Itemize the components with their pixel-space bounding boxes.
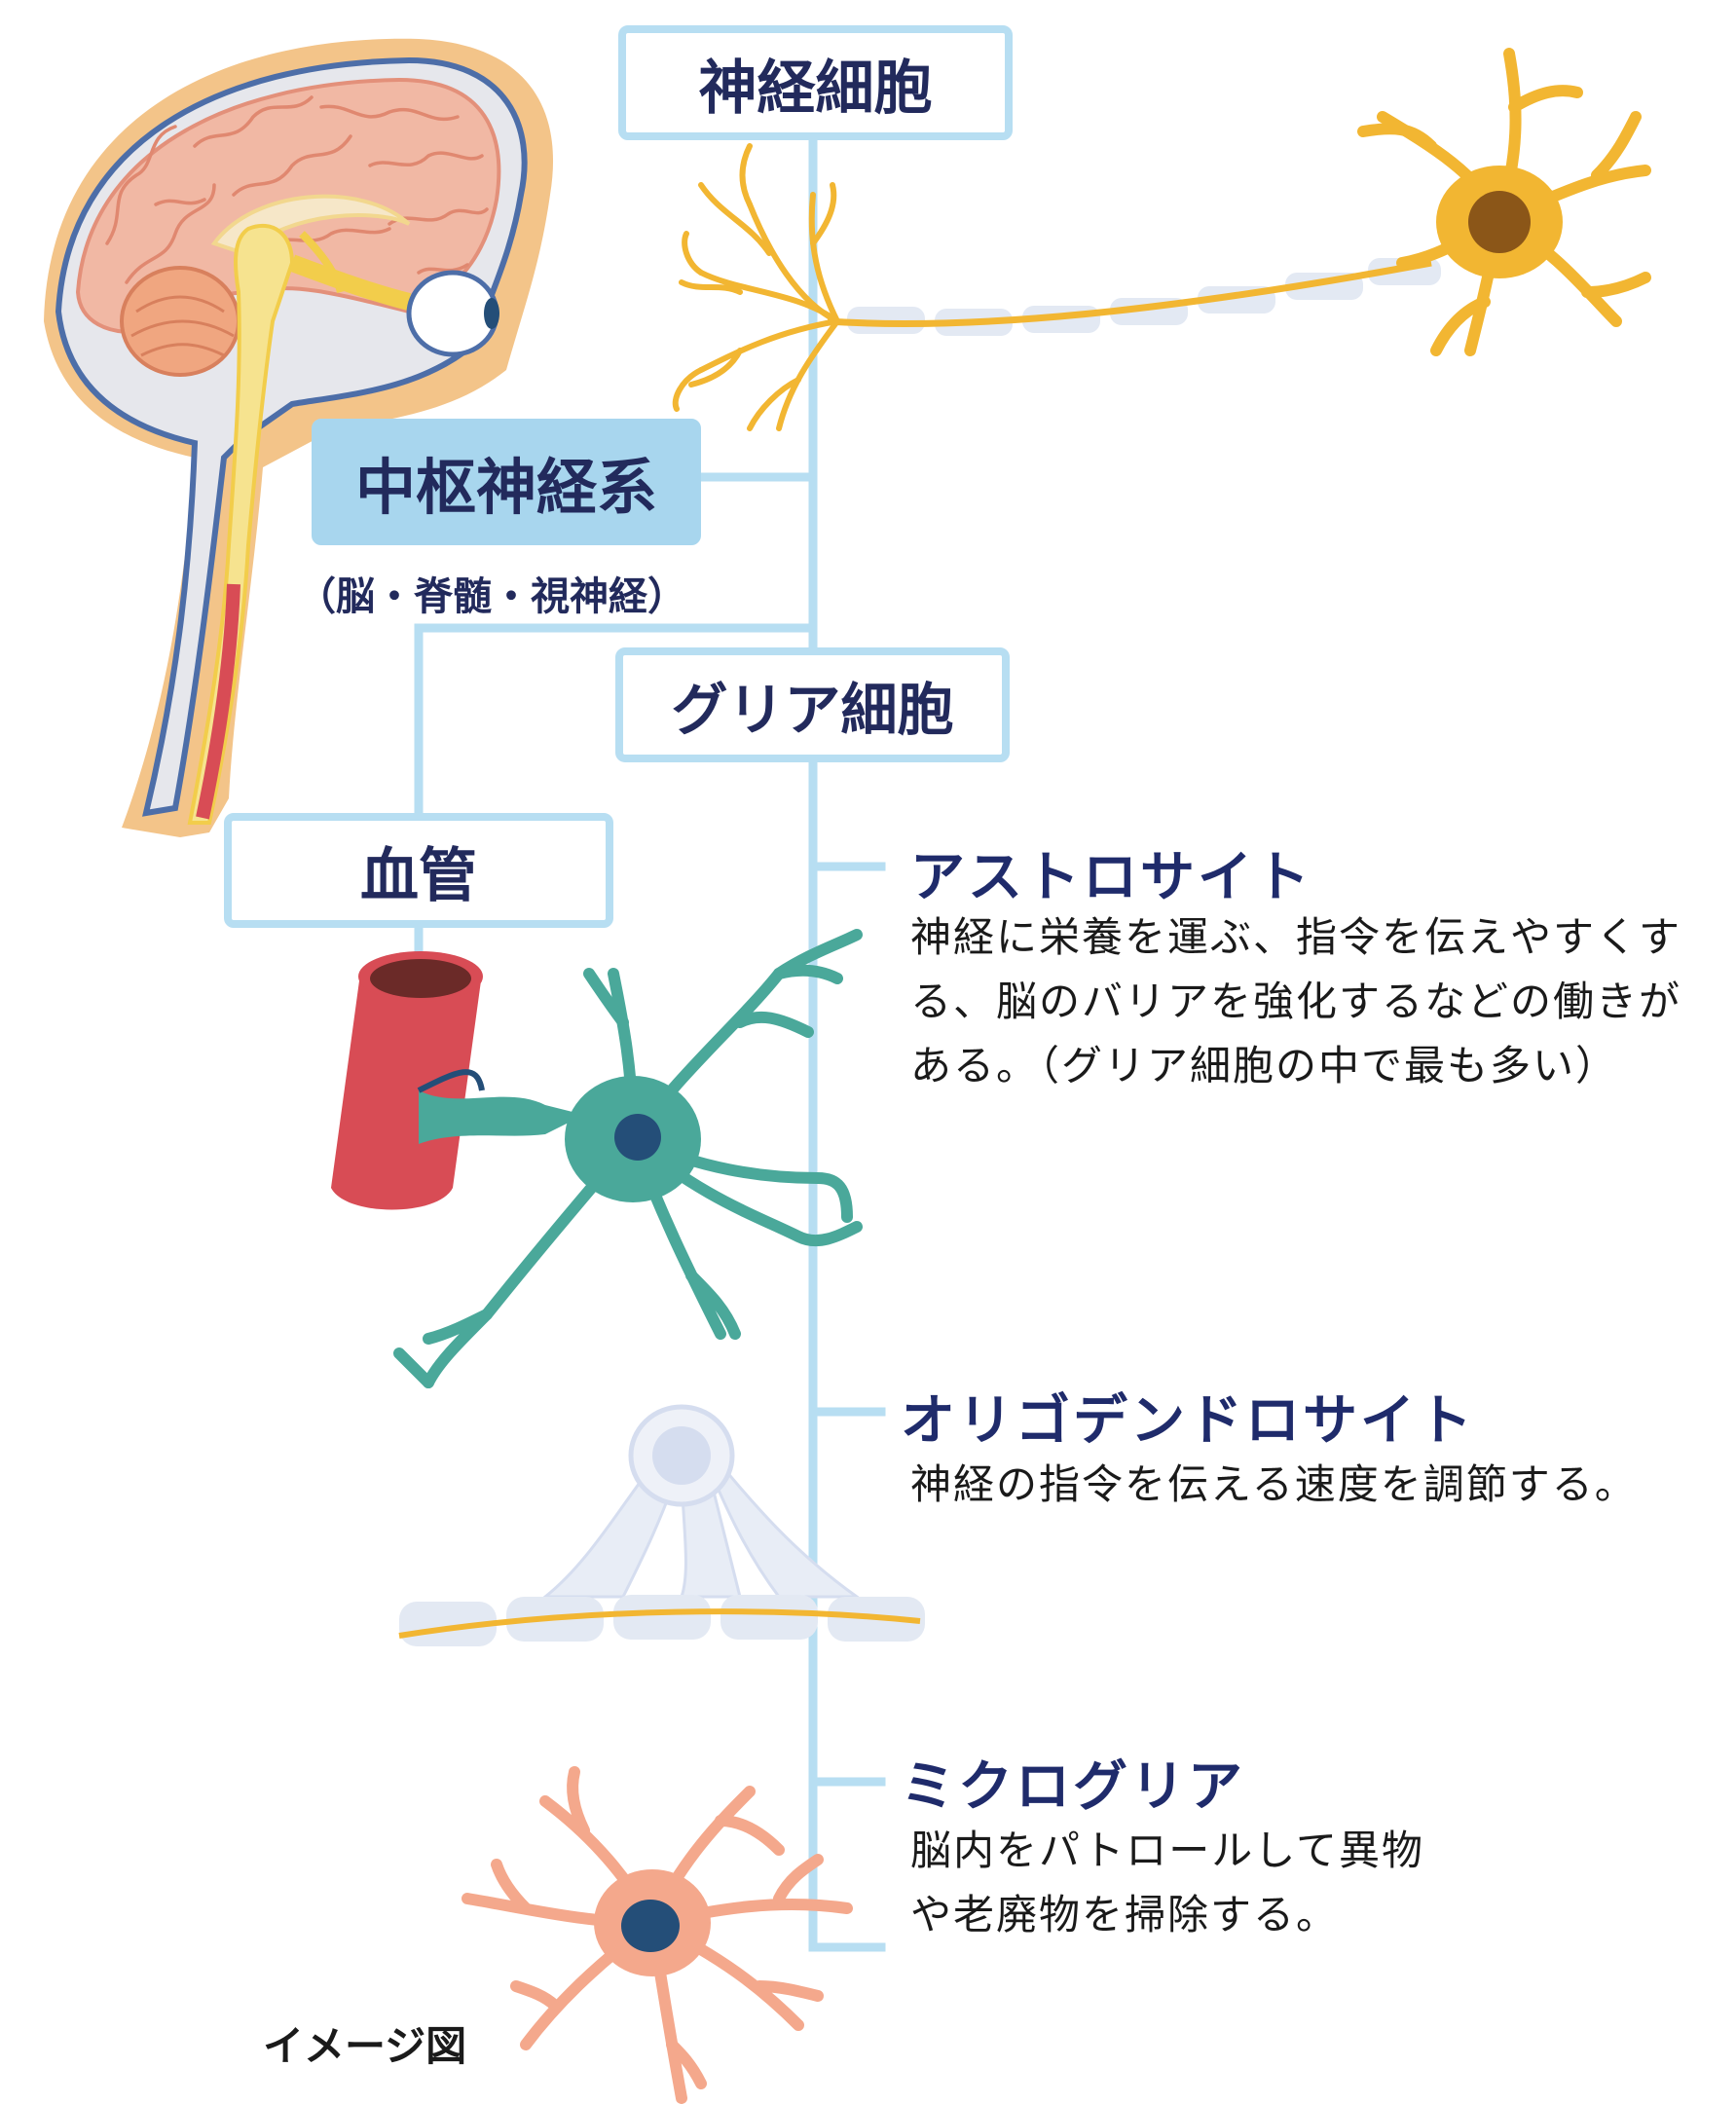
microglia-description: 脳内をパトロールして異物や老廃物を掃除する。 xyxy=(910,1819,1456,1947)
image-caption: イメージ図 xyxy=(263,2013,466,2073)
glia-label: グリア細胞 xyxy=(671,664,953,746)
vessel-box: 血管 xyxy=(224,813,613,928)
astrocyte-title: アストロサイト xyxy=(910,833,1312,912)
cns-label: 中枢神経系 xyxy=(355,438,657,526)
oligodendrocyte-description: 神経の指令を伝える速度を調節する。 xyxy=(910,1453,1723,1517)
cns-box: 中枢神経系 xyxy=(312,419,701,545)
connector-lines xyxy=(419,131,881,1947)
microglia-title: ミクログリア xyxy=(901,1743,1245,1822)
microglia-illustration xyxy=(467,1772,847,2098)
astrocyte-description: 神経に栄養を運ぶ、指令を伝えやすくする、脳のバリアを強化するなどの働きがある。（… xyxy=(910,905,1723,1098)
cns-subtitle: （脳・脊髄・視神経） xyxy=(297,565,686,621)
blood-vessel-illustration xyxy=(331,951,483,1210)
glia-box: グリア細胞 xyxy=(615,647,1010,762)
oligodendrocyte-title: オリゴデンドロサイト xyxy=(901,1377,1475,1456)
vessel-label: 血管 xyxy=(360,829,477,913)
neuron-box: 神経細胞 xyxy=(618,25,1013,140)
neuron-label: 神経細胞 xyxy=(699,41,933,126)
oligodendrocyte-illustration xyxy=(399,1407,925,1646)
